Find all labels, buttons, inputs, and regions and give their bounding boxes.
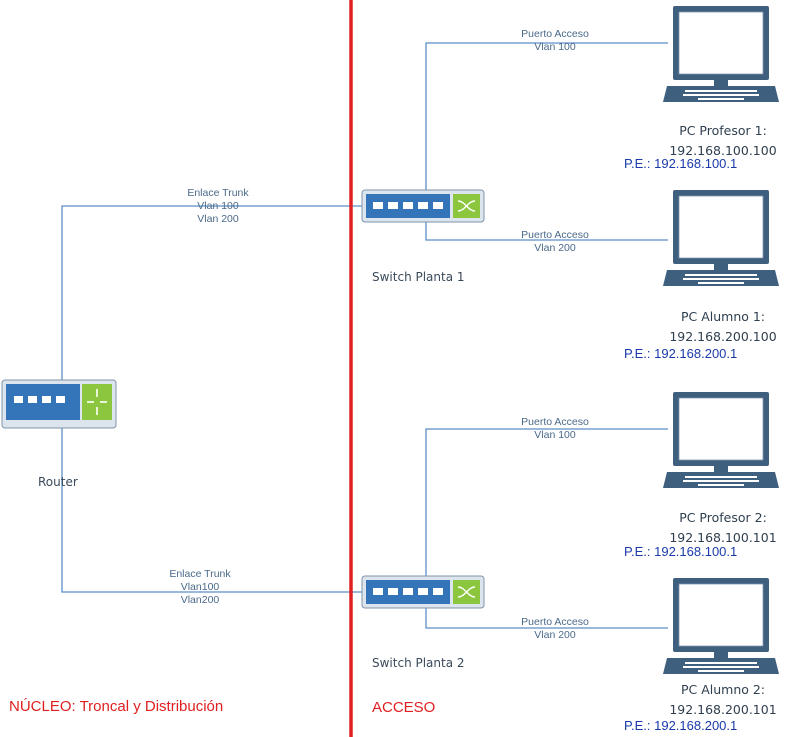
access-profesor-2-label: Puerto Acceso Vlan 100 bbox=[505, 416, 605, 442]
pc-profesor-2-name: PC Profesor 2: bbox=[679, 510, 767, 525]
trunk-1-label: Enlace Trunk Vlan 100 Vlan 200 bbox=[168, 187, 268, 226]
pc-profesor-2-ip: 192.168.100.101 bbox=[669, 530, 777, 545]
trunk-link-1 bbox=[61, 205, 362, 380]
trunk-1-label-line: Enlace Trunk bbox=[187, 187, 249, 199]
pc-profesor-1-label: PC Profesor 1: 192.168.100.100 bbox=[658, 121, 787, 161]
switch-2-label: Switch Planta 2 bbox=[372, 656, 465, 670]
trunk-1-label-vlan100: Vlan 100 bbox=[197, 200, 239, 212]
access-zone-label: ACCESO bbox=[372, 699, 436, 716]
pc-alumno-1-icon bbox=[662, 189, 780, 287]
pc-alumno-1-gateway: P.E.: 192.168.200.1 bbox=[624, 346, 738, 361]
pc-profesor-1-gateway: P.E.: 192.168.100.1 bbox=[624, 156, 738, 171]
pc-alumno-2-name: PC Alumno 2: bbox=[680, 682, 766, 697]
pc-profesor-2-icon bbox=[662, 391, 780, 489]
access-alumno-2-vlan: Vlan 200 bbox=[534, 629, 576, 641]
pc-alumno-1-name: PC Alumno 1: bbox=[680, 309, 766, 324]
trunk-1-label-vlan200: Vlan 200 bbox=[197, 213, 239, 225]
pc-profesor-1-icon bbox=[662, 5, 780, 103]
trunk-2-label-vlan200: Vlan200 bbox=[180, 594, 220, 606]
access-profesor-2-vlan: Vlan 100 bbox=[534, 429, 576, 441]
access-alumno-1-port: Puerto Acceso bbox=[521, 229, 589, 241]
switch-1-label: Switch Planta 1 bbox=[372, 270, 465, 284]
access-profesor-1-port: Puerto Acceso bbox=[521, 28, 589, 40]
pc-profesor-1-name: PC Profesor 1: bbox=[679, 123, 767, 138]
access-link-profesor-1 bbox=[425, 42, 668, 190]
router-label: Router bbox=[38, 475, 78, 489]
access-alumno-2-label: Puerto Acceso Vlan 200 bbox=[505, 616, 605, 642]
switch-planta-2-icon bbox=[361, 575, 485, 609]
access-link-profesor-2 bbox=[425, 428, 668, 578]
trunk-2-label-line: Enlace Trunk bbox=[169, 568, 231, 580]
switch-planta-1-icon bbox=[361, 189, 485, 223]
access-profesor-2-port: Puerto Acceso bbox=[521, 416, 589, 428]
pc-profesor-2-label: PC Profesor 2: 192.168.100.101 bbox=[658, 508, 787, 548]
pc-alumno-1-ip: 192.168.200.100 bbox=[669, 329, 777, 344]
trunk-link-2 bbox=[61, 428, 362, 593]
pc-profesor-1-ip: 192.168.100.100 bbox=[669, 143, 777, 158]
pc-alumno-2-icon bbox=[662, 577, 780, 675]
access-link-alumno-1 bbox=[425, 222, 668, 241]
pc-alumno-1-label: PC Alumno 1: 192.168.200.100 bbox=[658, 307, 787, 347]
trunk-2-label-vlan100: Vlan100 bbox=[180, 581, 220, 593]
access-profesor-1-vlan: Vlan 100 bbox=[534, 41, 576, 53]
router-icon bbox=[1, 379, 117, 429]
access-alumno-1-vlan: Vlan 200 bbox=[534, 242, 576, 254]
access-profesor-1-label: Puerto Acceso Vlan 100 bbox=[505, 28, 605, 54]
trunk-2-label: Enlace Trunk Vlan100 Vlan200 bbox=[150, 568, 250, 607]
pc-alumno-2-label: PC Alumno 2: 192.168.200.101 bbox=[658, 680, 787, 720]
access-link-alumno-2 bbox=[425, 608, 668, 629]
pc-profesor-2-gateway: P.E.: 192.168.100.1 bbox=[624, 544, 738, 559]
access-alumno-1-label: Puerto Acceso Vlan 200 bbox=[505, 229, 605, 255]
core-zone-label: NÚCLEO: Troncal y Distribución bbox=[9, 698, 224, 715]
pc-alumno-2-ip: 192.168.200.101 bbox=[669, 702, 777, 717]
access-alumno-2-port: Puerto Acceso bbox=[521, 616, 589, 628]
pc-alumno-2-gateway: P.E.: 192.168.200.1 bbox=[624, 718, 738, 733]
